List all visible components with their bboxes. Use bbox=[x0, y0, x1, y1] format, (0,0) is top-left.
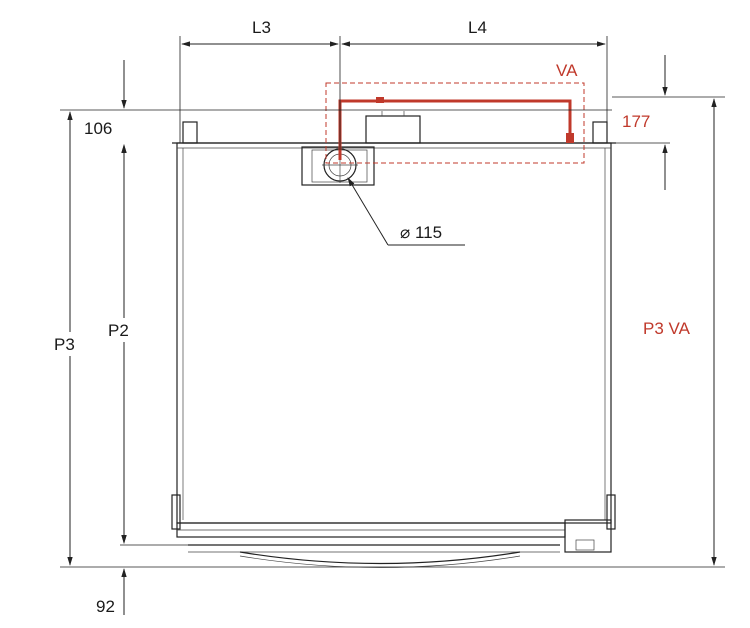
flue-connector bbox=[301, 146, 375, 186]
diameter-leader bbox=[347, 177, 465, 246]
label-p3va: P3 VA bbox=[643, 319, 691, 338]
right-top-bracket bbox=[592, 121, 608, 144]
cabinet-base bbox=[176, 519, 612, 568]
label-92: 92 bbox=[96, 597, 115, 616]
cabinet-body bbox=[171, 111, 616, 530]
va-option-overlay bbox=[325, 82, 585, 164]
label-177: 177 bbox=[622, 112, 650, 131]
label-p3: P3 bbox=[54, 335, 75, 354]
label-p2: P2 bbox=[108, 321, 129, 340]
label-106: 106 bbox=[84, 119, 112, 138]
top-unit-box bbox=[365, 115, 421, 144]
label-l3: L3 bbox=[252, 18, 271, 37]
left-top-bracket bbox=[182, 121, 198, 144]
label-diameter: ⌀ 115 bbox=[400, 223, 442, 242]
dimension-l3-l4 bbox=[179, 36, 608, 150]
label-va: VA bbox=[556, 61, 578, 80]
label-l4: L4 bbox=[468, 18, 487, 37]
